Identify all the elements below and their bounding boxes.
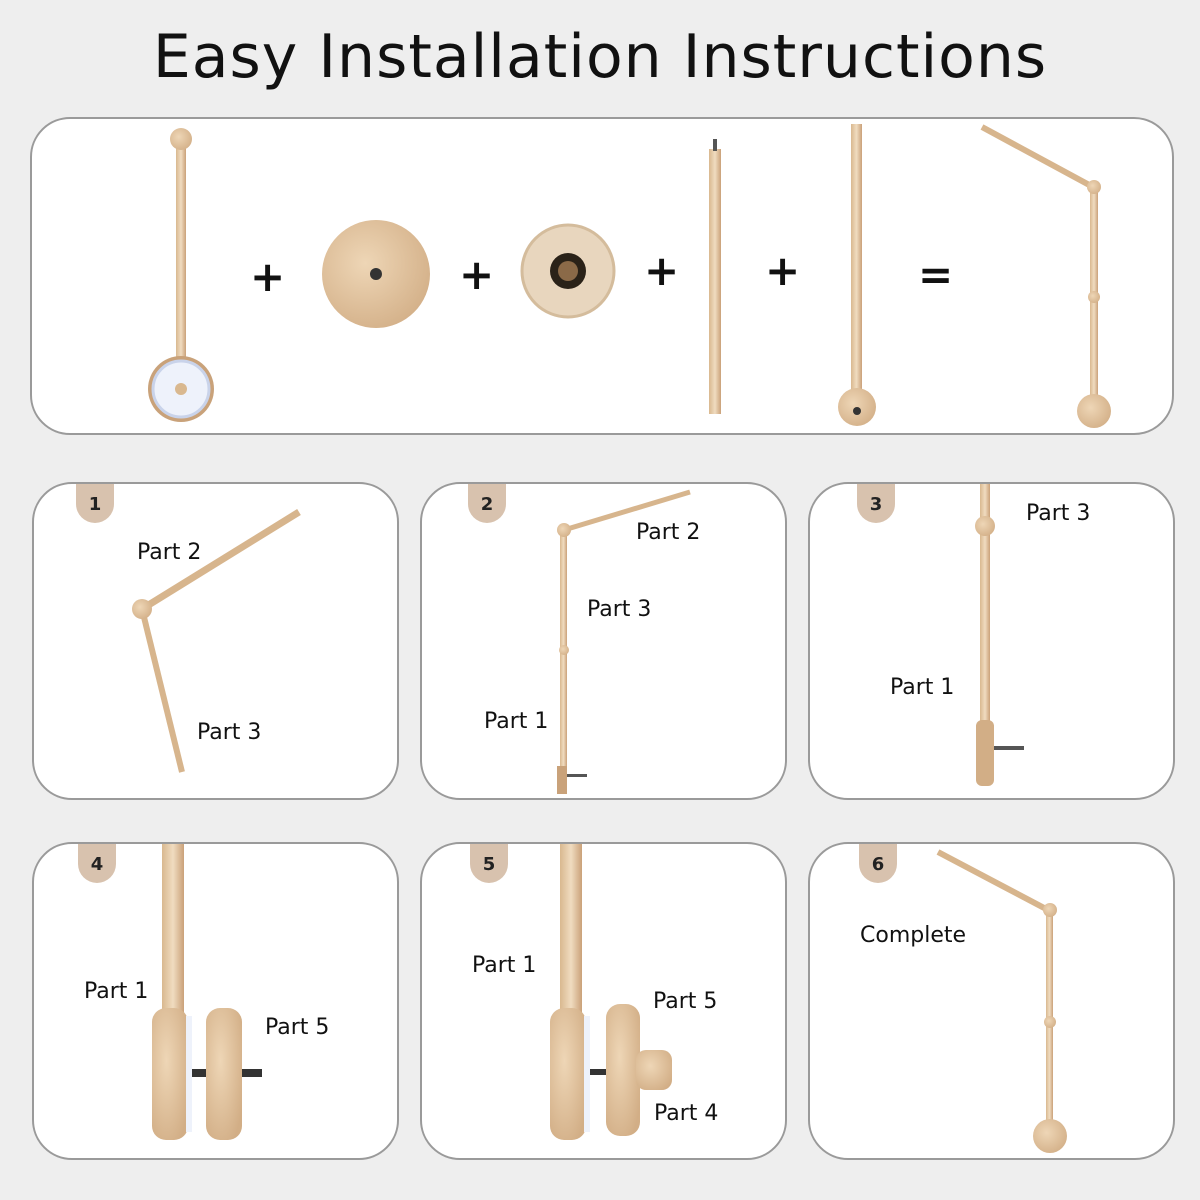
step-badge xyxy=(857,484,895,523)
label-part-5: Part 5 xyxy=(265,1015,329,1040)
part-4-knob xyxy=(520,223,616,319)
step-badge xyxy=(859,844,897,883)
step-1-graphic: 1 Part 2 Part 3 xyxy=(76,484,301,773)
step-4-panel: 4 Part 1 Part 5 xyxy=(32,842,399,1160)
label-part-4: Part 4 xyxy=(654,1101,718,1126)
step-6-graphic: 6 Complete xyxy=(859,844,1067,1153)
plus-operator-4: + xyxy=(765,246,800,295)
step-number: 2 xyxy=(481,494,494,515)
label-part-2: Part 2 xyxy=(137,540,201,565)
equals-operator: = xyxy=(918,250,953,299)
step-1-panel: 1 Part 2 Part 3 xyxy=(32,482,399,800)
label-complete: Complete xyxy=(860,923,966,948)
label-part-1: Part 1 xyxy=(484,709,548,734)
part-5-disc xyxy=(322,220,430,328)
step-5-panel: 5 Part 1 Part 5 Part 4 xyxy=(420,842,787,1160)
label-part-1: Part 1 xyxy=(472,953,536,978)
plus-operator-3: + xyxy=(644,246,679,295)
label-part-5: Part 5 xyxy=(653,989,717,1014)
step-2-panel: 2 Part 2 Part 3 Part 1 xyxy=(420,482,787,800)
label-part-3: Part 3 xyxy=(587,597,651,622)
label-part-1: Part 1 xyxy=(890,675,954,700)
step-2-graphic: 2 Part 2 Part 3 Part 1 xyxy=(468,484,700,794)
step-badge xyxy=(78,844,116,883)
part-3-rod xyxy=(709,139,721,414)
step-number: 3 xyxy=(870,494,883,515)
plus-operator-2: + xyxy=(459,250,494,299)
step-number: 1 xyxy=(89,494,102,515)
label-part-1: Part 1 xyxy=(84,979,148,1004)
plus-operator-1: + xyxy=(250,252,285,301)
parts-overview-graphic: + + + + = xyxy=(148,124,1111,428)
step-number: 5 xyxy=(483,854,496,875)
label-part-3: Part 3 xyxy=(1026,501,1090,526)
step-3-graphic: 3 Part 3 Part 1 xyxy=(857,484,1090,786)
label-part-2: Part 2 xyxy=(636,520,700,545)
part-1-clamp-rod xyxy=(148,128,214,422)
step-badge xyxy=(468,484,506,523)
step-6-panel: 6 Complete xyxy=(808,842,1175,1160)
step-5-graphic: 5 Part 1 Part 5 Part 4 xyxy=(470,844,718,1140)
step-number: 6 xyxy=(872,854,885,875)
step-3-panel: 3 Part 3 Part 1 xyxy=(808,482,1175,800)
step-4-graphic: 4 Part 1 Part 5 xyxy=(78,844,329,1140)
page-title: Easy Installation Instructions xyxy=(152,22,1048,92)
part-2-rod-with-ball xyxy=(838,124,876,426)
label-part-3: Part 3 xyxy=(197,720,261,745)
parts-overview-panel: + + + + = xyxy=(30,117,1174,435)
assembled-holder xyxy=(980,124,1111,428)
step-badge xyxy=(470,844,508,883)
step-badge xyxy=(76,484,114,523)
step-number: 4 xyxy=(91,854,104,875)
